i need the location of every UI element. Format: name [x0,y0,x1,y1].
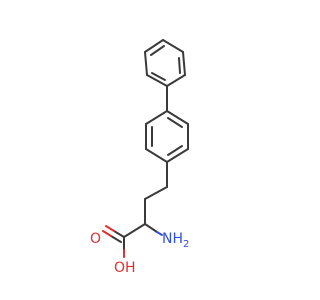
lower-phenyl-ring [145,110,189,163]
structure-canvas: O OH NH2 [90,39,190,276]
double-bond-inner [178,57,181,74]
bond [145,110,168,125]
bond [144,39,164,53]
chain-bond [144,186,168,200]
amine-label: NH2 [162,231,189,250]
double-bond-inner [151,72,166,81]
alpha-to-amine-bond [144,223,158,233]
bond [182,51,186,76]
molecule-drawing: O OH NH2 [90,39,189,276]
bond [145,148,168,163]
carbonyl-bond-o [105,225,115,232]
alpha-to-amine-bond-n [156,231,163,236]
bond [166,148,189,163]
bond [166,74,186,87]
hydroxyl-label: OH [114,260,136,276]
carbonyl-bond-o-2 [102,230,112,237]
bond [144,51,148,76]
double-bond-inner [167,145,183,156]
double-bond-inner [167,117,183,128]
bond [166,110,189,125]
bond [146,74,168,87]
double-bond-inner [150,45,165,56]
upper-phenyl-ring [144,39,186,87]
carbonyl-bond-2 [110,235,122,243]
carbonyl-oxygen-label: O [90,231,101,247]
amine-subscript: 2 [183,239,189,250]
carbonyl-bond [113,230,125,238]
bond [162,39,184,53]
alpha-to-carboxyl-bond [123,223,146,238]
